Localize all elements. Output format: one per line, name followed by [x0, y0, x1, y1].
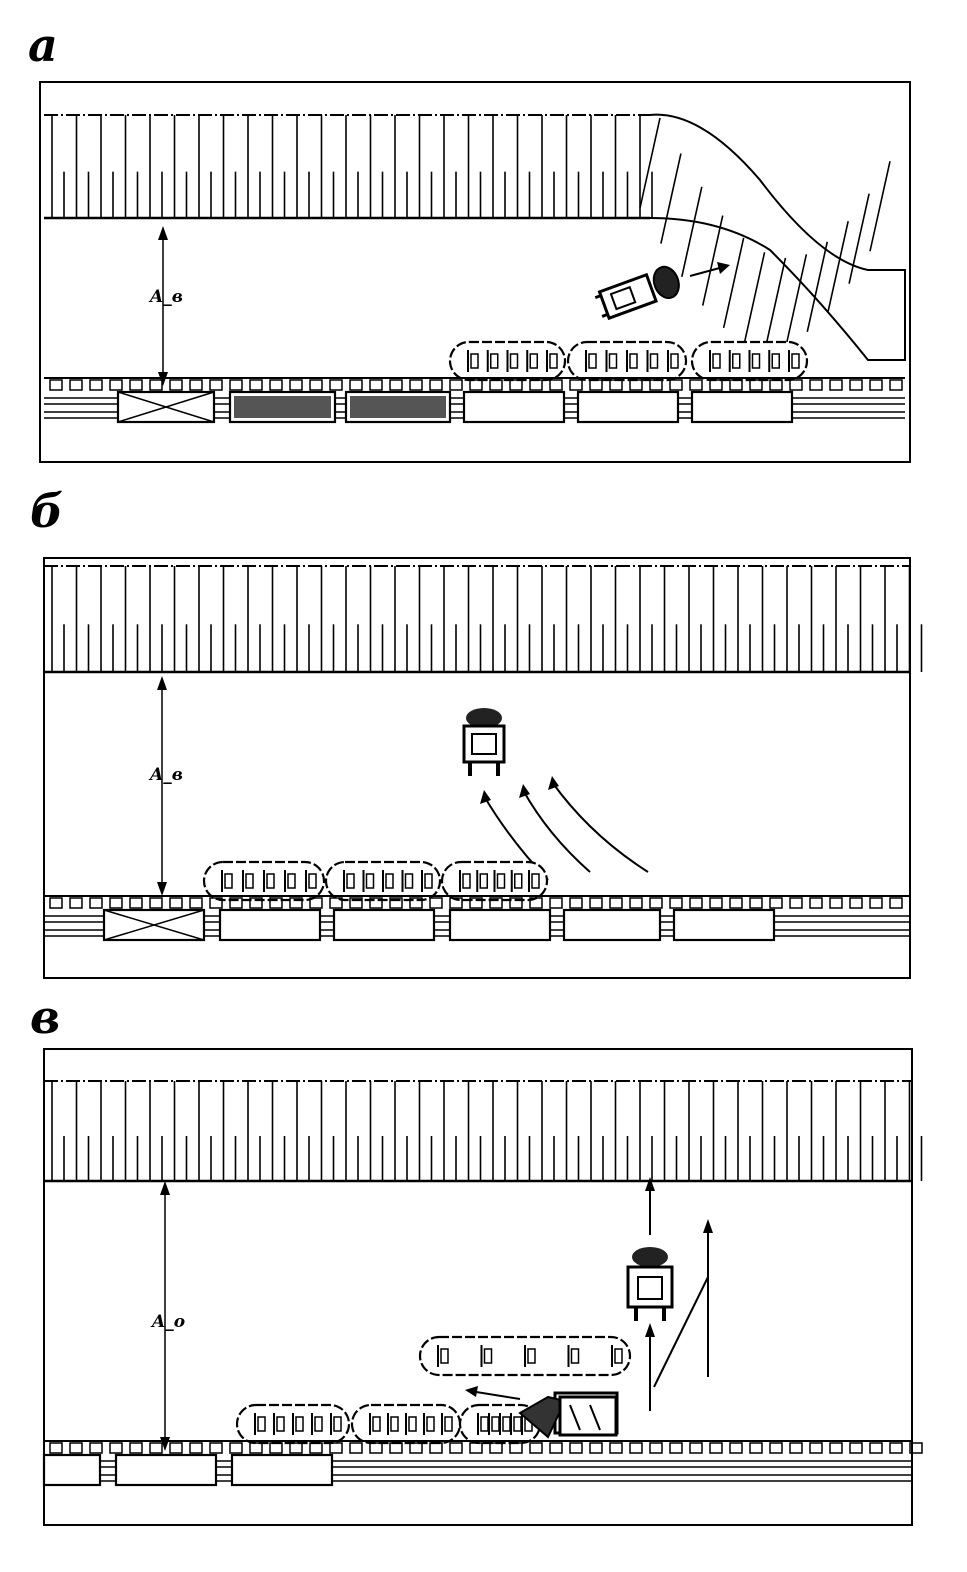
panel-b-frame — [43, 557, 911, 979]
movement-arrow — [469, 1183, 709, 1411]
panel-b-diagram: A_в — [43, 557, 923, 979]
panel-v-frame — [43, 1048, 913, 1526]
excavator-icon — [518, 1391, 619, 1439]
wagon-group — [202, 860, 549, 902]
loader-icon — [462, 708, 506, 776]
material-pile — [44, 565, 923, 674]
rail-track — [44, 377, 905, 424]
panel-v-diagram: A_о — [42, 1048, 923, 1526]
panel-v-label: в — [30, 990, 61, 1044]
loader-icon — [626, 1247, 674, 1321]
wagon-group — [448, 340, 809, 382]
rail-track — [42, 1440, 923, 1487]
panel-b-label: б — [30, 484, 64, 538]
panel-a-frame — [39, 81, 911, 463]
panel-a-diagram: A_в — [39, 81, 911, 463]
material-pile — [44, 1080, 923, 1183]
dimension-label: A_в — [148, 287, 183, 307]
dimension-label: A_в — [148, 765, 183, 785]
dimension-label: A_о — [150, 1312, 185, 1332]
dimension-arrow — [157, 676, 167, 896]
material-pile — [44, 113, 906, 361]
rail-track — [44, 895, 910, 942]
panel-a-label: а — [28, 18, 58, 72]
wagon-group — [235, 1335, 632, 1445]
loader-icon — [594, 265, 680, 321]
